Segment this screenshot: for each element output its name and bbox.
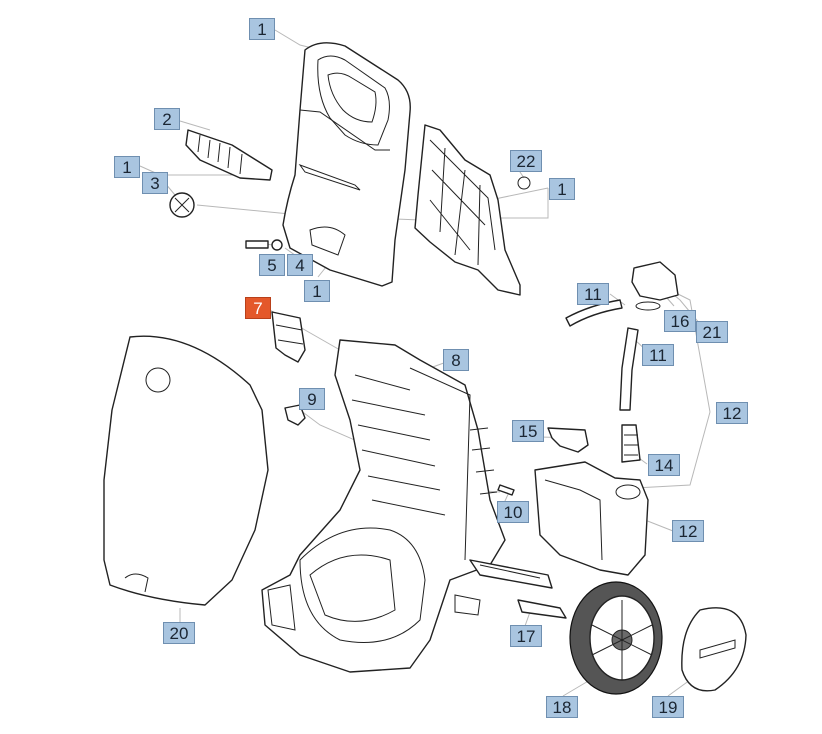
callout-3[interactable]: 3 — [142, 172, 168, 194]
callout-20[interactable]: 20 — [163, 622, 195, 644]
hose-parts — [565, 299, 639, 411]
callout-1b[interactable]: 1 — [114, 156, 140, 178]
callout-11a[interactable]: 11 — [577, 283, 609, 305]
screw-part — [497, 484, 515, 496]
callout-18[interactable]: 18 — [546, 696, 578, 718]
wheel-part — [569, 581, 663, 695]
front-panel — [103, 335, 269, 606]
callout-9[interactable]: 9 — [299, 388, 325, 410]
hubcap-part — [681, 607, 747, 692]
callout-14[interactable]: 14 — [648, 454, 680, 476]
callout-19[interactable]: 19 — [652, 696, 684, 718]
callout-12b[interactable]: 12 — [672, 520, 704, 542]
callout-5[interactable]: 5 — [259, 254, 285, 276]
tank-cap — [631, 261, 679, 311]
grip-part — [185, 129, 273, 181]
callout-8[interactable]: 8 — [443, 349, 469, 371]
rear-frame — [414, 124, 531, 296]
bracket-part — [284, 404, 306, 426]
callout-1a[interactable]: 1 — [249, 18, 275, 40]
callout-2[interactable]: 2 — [154, 108, 180, 130]
callout-4[interactable]: 4 — [287, 254, 313, 276]
callout-1d[interactable]: 1 — [304, 280, 330, 302]
axle-part — [469, 559, 567, 619]
cap-part — [169, 192, 195, 218]
callout-12a[interactable]: 12 — [716, 402, 748, 424]
callout-21[interactable]: 21 — [696, 321, 728, 343]
housing-front-shell — [282, 42, 411, 287]
callout-16[interactable]: 16 — [664, 310, 696, 332]
callout-10[interactable]: 10 — [497, 501, 529, 523]
filter-part — [621, 424, 641, 463]
clip-part — [271, 311, 306, 363]
detergent-tank — [534, 461, 649, 576]
bracket-15 — [547, 427, 589, 453]
callout-11b[interactable]: 11 — [642, 344, 674, 366]
callout-22[interactable]: 22 — [510, 150, 542, 172]
screw-washer — [245, 239, 283, 251]
callout-17[interactable]: 17 — [510, 625, 542, 647]
main-body — [261, 339, 506, 673]
callout-7[interactable]: 7 — [245, 297, 271, 319]
callout-15[interactable]: 15 — [512, 420, 544, 442]
callout-1c[interactable]: 1 — [549, 178, 575, 200]
